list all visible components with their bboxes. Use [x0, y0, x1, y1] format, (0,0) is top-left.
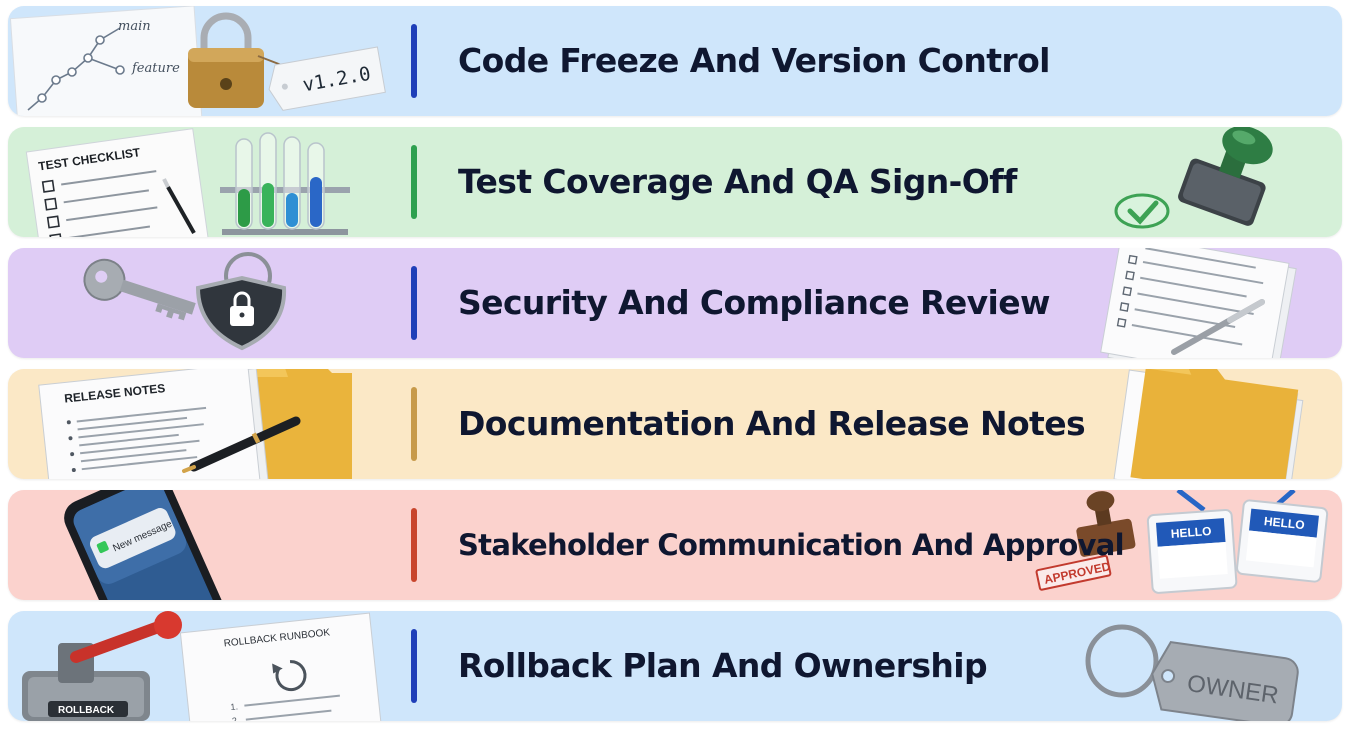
row-security: Security And Compliance Review	[8, 248, 1342, 358]
badge-hello-label-2: HELLO	[1263, 514, 1305, 532]
row-accent-bar	[411, 145, 417, 219]
compliance-documents-pen-icon	[1048, 248, 1342, 358]
row-title: Documentation And Release Notes	[458, 404, 1086, 443]
row-accent-bar	[411, 387, 417, 461]
release-notes-folder-pen-icon: RELEASE NOTES	[8, 369, 408, 479]
owner-keytag-icon: OWNER	[1068, 611, 1342, 721]
row-accent-bar	[411, 266, 417, 340]
row-title: Test Coverage And QA Sign-Off	[458, 162, 1017, 201]
row-title: Rollback Plan And Ownership	[458, 646, 988, 685]
row-title: Stakeholder Communication And Approval	[458, 528, 1125, 562]
svg-text:2.: 2.	[231, 715, 240, 721]
git-branch-lock-tag-icon: main feature v1.2.0	[8, 6, 408, 116]
approved-stamp-badges-icon: APPROVED HELLO HELLO	[1028, 490, 1342, 600]
folder-documents-icon	[1108, 369, 1342, 479]
svg-text:1.: 1.	[230, 701, 239, 712]
row-code-freeze: main feature v1.2.0 Code Freeze And Vers…	[8, 6, 1342, 116]
phone-message-icon: New message	[8, 490, 408, 600]
row-title: Code Freeze And Version Control	[458, 41, 1050, 80]
row-stakeholder: New message APPROVED	[8, 490, 1342, 600]
row-accent-bar	[411, 508, 417, 582]
row-documentation: RELEASE NOTES	[8, 369, 1342, 479]
row-accent-bar	[411, 24, 417, 98]
lever-label: ROLLBACK	[58, 705, 115, 716]
row-rollback: ROLLBACK RUNBOOK 1.2.3. ROLLBACK	[8, 611, 1342, 721]
branch-main-label: main	[118, 19, 151, 34]
badge-hello-label-1: HELLO	[1170, 524, 1212, 541]
rollback-lever-runbook-icon: ROLLBACK RUNBOOK 1.2.3. ROLLBACK	[8, 611, 408, 721]
stamp-checkmark-icon	[1108, 127, 1342, 237]
row-test-coverage: TEST CHECKLIST	[8, 127, 1342, 237]
row-accent-bar	[411, 629, 417, 703]
row-title: Security And Compliance Review	[458, 283, 1051, 322]
test-checklist-tubes-icon: TEST CHECKLIST	[8, 127, 408, 237]
branch-feature-label: feature	[131, 61, 180, 76]
key-shield-lock-icon	[8, 248, 408, 358]
